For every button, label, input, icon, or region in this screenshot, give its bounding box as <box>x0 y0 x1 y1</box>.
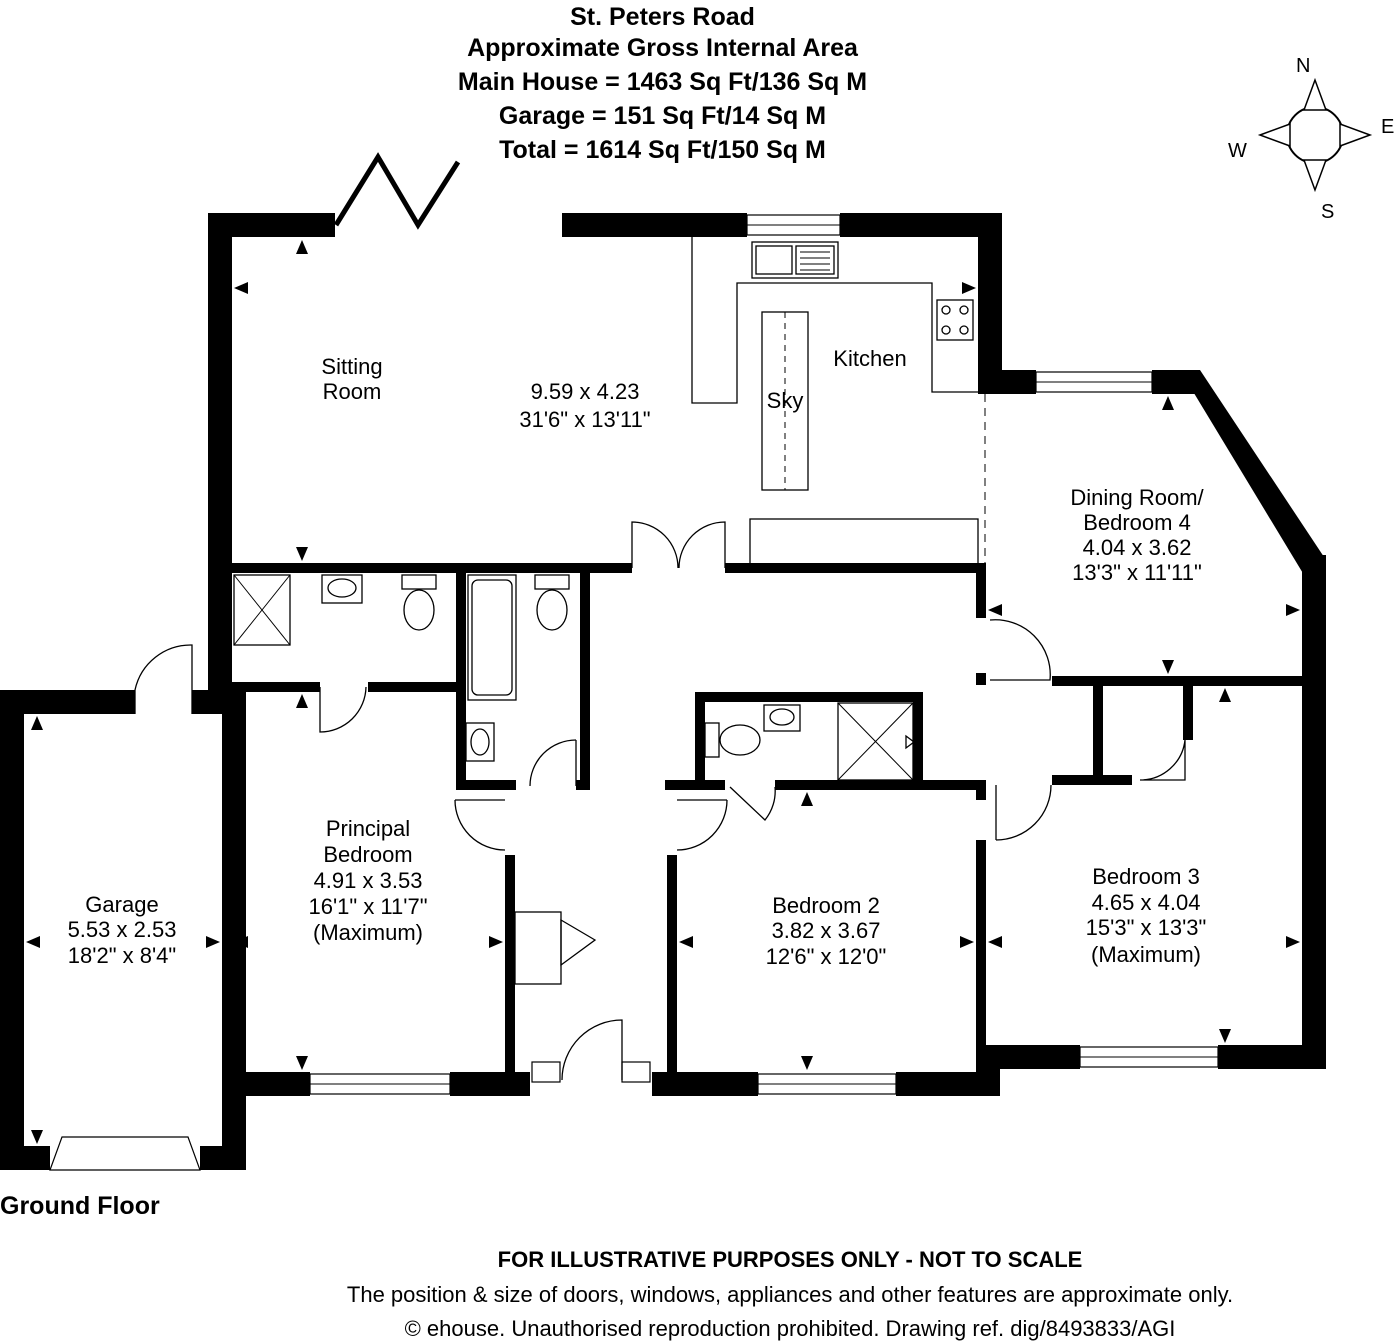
room-name: Bedroom <box>323 842 412 867</box>
compass-n: N <box>1296 55 1310 77</box>
main-house-area: Main House = 1463 Sq Ft/136 Sq M <box>457 68 868 96</box>
compass-icon: N E S W <box>1228 55 1394 223</box>
room-name: Sitting <box>321 354 382 379</box>
room-bedroom-2: Bedroom 2 3.82 x 3.67 12'6" x 12'0" <box>766 893 887 969</box>
room-dimensions-imperial: 31'6" x 13'11" <box>519 407 650 432</box>
room-dimensions-metric: 9.59 x 4.23 <box>531 379 640 404</box>
room-name: Garage <box>85 892 158 917</box>
floor-label: Ground Floor <box>0 1192 160 1220</box>
doors <box>49 152 1186 1171</box>
room-bedroom-3: Bedroom 3 4.65 x 4.04 15'3" x 13'3" (Max… <box>1086 864 1207 967</box>
room-name: Dining Room/ <box>1070 485 1204 510</box>
toilet-icon <box>704 722 761 758</box>
room-sitting: Sitting Room 9.59 x 4.23 31'6" x 13'11" <box>321 354 650 432</box>
shower-icon <box>233 574 291 646</box>
shower-icon <box>837 702 916 781</box>
room-note: (Maximum) <box>313 920 423 945</box>
compass-e: E <box>1381 116 1394 138</box>
room-dimensions-imperial: 13'3" x 11'11" <box>1072 560 1202 585</box>
toilet-icon <box>534 574 570 631</box>
room-dimensions-metric: 4.91 x 3.53 <box>314 868 423 893</box>
disclaimer-heading: FOR ILLUSTRATIVE PURPOSES ONLY - NOT TO … <box>497 1247 1083 1272</box>
room-dining: Dining Room/ Bedroom 4 4.04 x 3.62 13'3"… <box>1070 485 1204 585</box>
copyright-text: © ehouse. Unauthorised reproduction proh… <box>404 1316 1176 1341</box>
total-area: Total = 1614 Sq Ft/150 Sq M <box>499 136 826 164</box>
room-name: Bedroom 3 <box>1092 864 1200 889</box>
room-dimensions-imperial: 18'2" x 8'4" <box>68 943 176 968</box>
room-name: Kitchen <box>833 346 906 371</box>
fixtures <box>233 237 986 985</box>
plan-title: St. Peters Road <box>570 3 755 31</box>
toilet-icon <box>401 574 437 631</box>
sink-icon <box>751 241 839 279</box>
interior-walls <box>232 563 1302 1075</box>
room-dimensions-metric: 4.04 x 3.62 <box>1083 535 1192 560</box>
room-dimensions-metric: 3.82 x 3.67 <box>772 918 881 943</box>
disclaimer-text: The position & size of doors, windows, a… <box>346 1282 1234 1307</box>
compass-w: W <box>1228 140 1247 162</box>
room-name: Bedroom 2 <box>772 893 880 918</box>
area-heading: Approximate Gross Internal Area <box>467 34 858 62</box>
room-name: Principal <box>326 816 410 841</box>
room-principal-bedroom: Principal Bedroom 4.91 x 3.53 16'1" x 11… <box>308 816 427 945</box>
windows <box>309 214 1219 1095</box>
skylight-label: Sky <box>767 388 804 413</box>
exterior-walls <box>0 213 1326 1170</box>
basin-icon <box>763 704 801 732</box>
room-dimensions-imperial: 12'6" x 12'0" <box>766 944 887 969</box>
room-dimensions-imperial: 16'1" x 11'7" <box>308 894 427 919</box>
hob-icon <box>936 299 974 341</box>
room-dimensions-metric: 5.53 x 2.53 <box>68 917 177 942</box>
room-dimensions-imperial: 15'3" x 13'3" <box>1086 915 1207 940</box>
room-kitchen: Kitchen Sky <box>767 346 907 413</box>
garage-area: Garage = 151 Sq Ft/14 Sq M <box>498 102 827 130</box>
room-name: Room <box>323 379 382 404</box>
bath-icon <box>467 574 517 701</box>
basin-icon <box>465 722 495 762</box>
room-name: Bedroom 4 <box>1083 510 1191 535</box>
compass-s: S <box>1321 201 1334 223</box>
room-note: (Maximum) <box>1091 942 1201 967</box>
room-garage: Garage 5.53 x 2.53 18'2" x 8'4" <box>68 892 177 968</box>
room-dimensions-metric: 4.65 x 4.04 <box>1092 890 1201 915</box>
dimension-arrows <box>26 240 1300 1144</box>
basin-icon <box>321 574 363 604</box>
